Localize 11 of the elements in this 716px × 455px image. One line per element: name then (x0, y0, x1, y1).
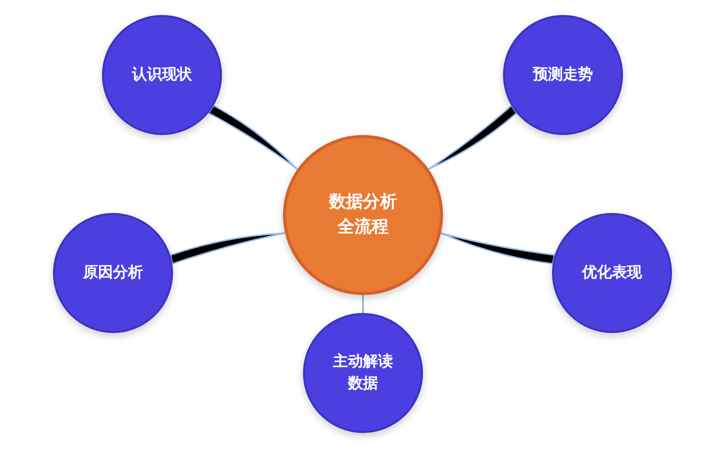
connector (428, 104, 518, 170)
connector (440, 232, 556, 265)
connector (362, 295, 364, 313)
node-label: 主动解读数据 (332, 351, 394, 394)
connector (170, 232, 286, 265)
connector (208, 104, 298, 170)
node-label: 优化表现 (580, 262, 643, 284)
node-label: 原因分析 (82, 262, 144, 284)
node-label: 数据分析全流程 (328, 191, 398, 239)
node-label: 预测走势 (532, 64, 594, 86)
node-label: 认识现状 (130, 64, 193, 86)
